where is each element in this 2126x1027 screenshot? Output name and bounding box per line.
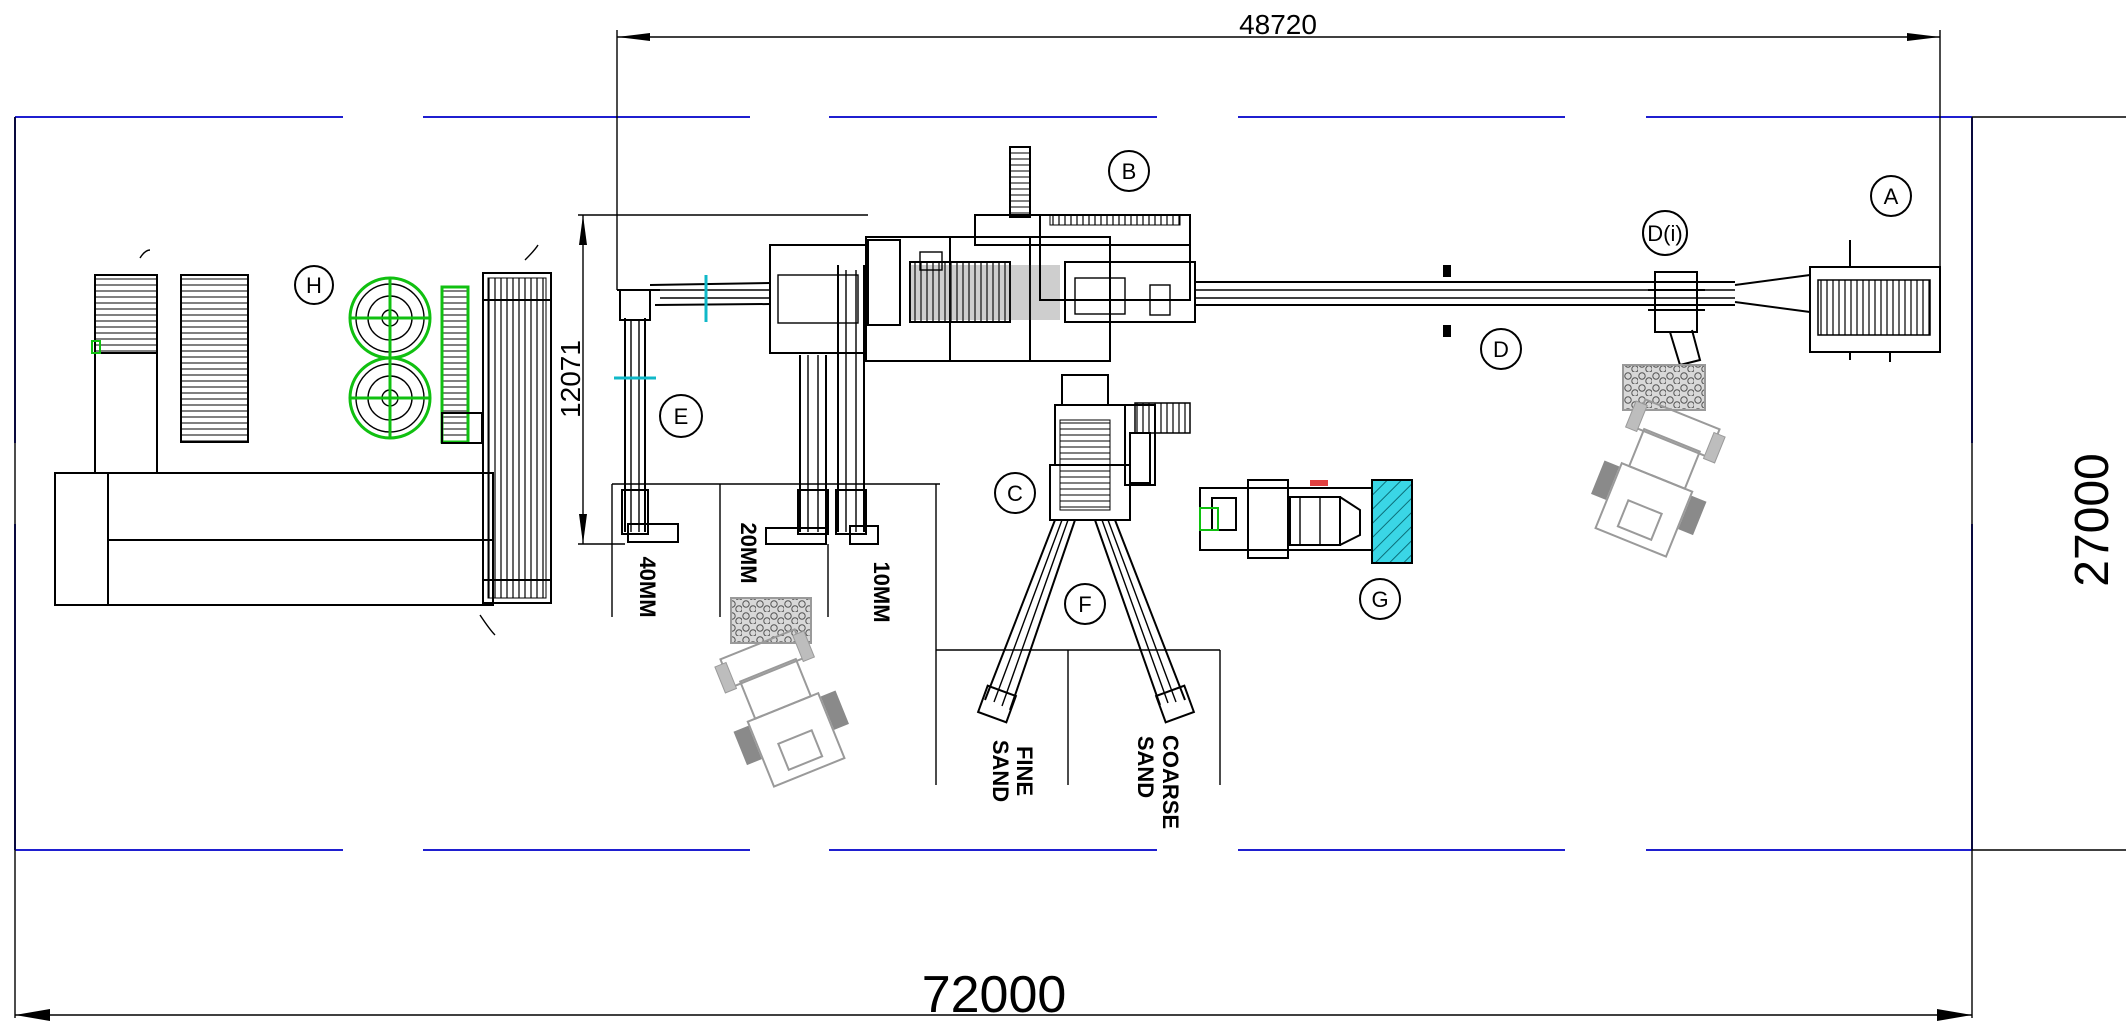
label-e: E — [659, 394, 703, 438]
mobile-unit-g — [1199, 479, 1413, 564]
label-a: A — [1870, 175, 1912, 217]
conveyor-d — [1195, 265, 1735, 337]
stockpile-bays-sand — [935, 649, 1221, 785]
stockpile-label-coarse-sand-2: SAND — [1133, 736, 1158, 798]
svg-text:F: F — [1078, 592, 1091, 617]
conveyor-fine-sand — [976, 519, 1076, 724]
filter-press-long — [479, 244, 552, 636]
conveyor-10mm — [835, 265, 879, 545]
svg-text:G: G — [1371, 587, 1388, 612]
label-b: B — [1108, 150, 1150, 192]
svg-text:A: A — [1884, 184, 1899, 209]
label-c: C — [994, 472, 1036, 514]
stockpile-label-coarse-sand-1: COARSE — [1158, 735, 1183, 829]
dimension-width: 27000 — [1972, 116, 2126, 851]
stockpile-bays-aggregate — [611, 483, 940, 650]
label-g: G — [1359, 578, 1401, 620]
main-plant-b — [769, 146, 1196, 362]
conveyor-40mm — [614, 289, 679, 543]
stockpile-label-40mm: 40MM — [635, 556, 660, 617]
dimension-overall-length: 72000 — [14, 117, 1973, 1024]
label-h: H — [294, 265, 334, 305]
dim-48720-label: 48720 — [1239, 9, 1317, 40]
dim-27000-label: 27000 — [2066, 453, 2119, 586]
thickener-tank-left — [91, 249, 158, 473]
upper-chute-conveyor — [649, 275, 771, 322]
svg-text:B: B — [1122, 159, 1137, 184]
stockpile-label-fine-sand-2: SAND — [988, 740, 1013, 802]
stockpile-label-fine-sand-1: FINE — [1012, 746, 1037, 796]
water-tanks — [348, 276, 432, 440]
dim-12071-label: 12071 — [555, 340, 586, 418]
svg-text:E: E — [674, 404, 689, 429]
wheel-loader-right — [1591, 364, 1726, 558]
label-di: D(i) — [1642, 210, 1688, 256]
dimension-feed-height: 12071 — [555, 214, 868, 545]
svg-text:D: D — [1493, 337, 1509, 362]
thickener-tank-right — [180, 274, 249, 443]
wheel-loader-left — [714, 597, 849, 788]
conveyor-20mm — [765, 355, 829, 545]
svg-text:C: C — [1007, 481, 1023, 506]
conveyor-coarse-sand — [1094, 519, 1196, 724]
stockpile-label-20mm: 20MM — [736, 522, 761, 583]
svg-text:D(i): D(i) — [1647, 221, 1682, 246]
feed-hopper-a — [1734, 240, 1941, 362]
transfer-hopper-di — [1648, 271, 1705, 367]
filter-rack — [440, 285, 483, 444]
stockpile-label-10mm: 10MM — [869, 561, 894, 622]
svg-text:H: H — [306, 273, 322, 298]
label-d: D — [1480, 328, 1522, 370]
dimension-top-length: 48720 — [616, 9, 1941, 290]
dim-72000-label: 72000 — [922, 966, 1067, 1022]
settling-pond-block — [54, 472, 494, 606]
label-f: F — [1064, 583, 1106, 625]
sand-plant-c — [1049, 374, 1191, 521]
